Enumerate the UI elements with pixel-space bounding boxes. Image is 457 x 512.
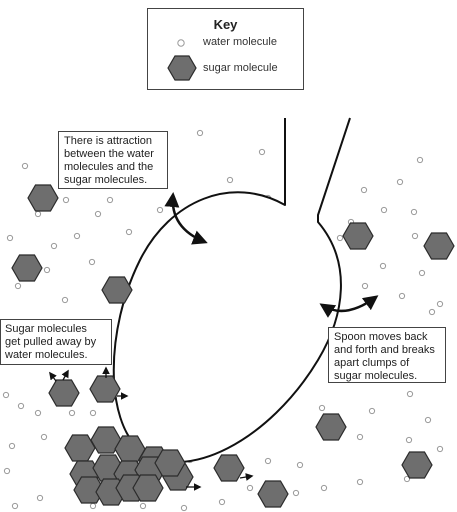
water-molecule: [405, 436, 413, 444]
water-molecule: [258, 148, 266, 156]
water-molecule: [34, 409, 42, 417]
water-molecule: [296, 461, 304, 469]
water-molecule: [43, 266, 51, 274]
pulled-away-note: Sugar molecules get pulled away by water…: [0, 319, 112, 365]
water-molecule: [424, 416, 432, 424]
sugar-molecule: [64, 434, 96, 462]
sugar-molecule: [342, 222, 374, 250]
water-molecule: [416, 156, 424, 164]
water-molecule: [89, 409, 97, 417]
key-box: Key water molecule sugar molecule: [147, 8, 304, 90]
water-molecule: [36, 494, 44, 502]
water-molecule: [89, 502, 97, 510]
water-molecule: [436, 300, 444, 308]
sugar-molecule: [11, 254, 43, 282]
water-molecule: [88, 258, 96, 266]
water-molecule: [21, 162, 29, 170]
water-molecule: [403, 475, 411, 483]
sugar-molecule: [401, 451, 433, 479]
water-molecule: [106, 196, 114, 204]
water-molecule: [139, 502, 147, 510]
key-sugar-label: sugar molecule: [203, 62, 278, 74]
sugar-molecule: [101, 276, 133, 304]
water-molecule: [336, 234, 344, 242]
spoon-motion-note: Spoon moves back and forth and breaks ap…: [328, 327, 446, 383]
water-molecule: [428, 308, 436, 316]
water-molecule: [379, 262, 387, 270]
sugar-molecule: [90, 426, 122, 454]
water-molecule: [11, 502, 19, 510]
water-molecule: [356, 478, 364, 486]
sugar-molecule: [315, 413, 347, 441]
water-molecule: [226, 176, 234, 184]
water-molecule: [61, 296, 69, 304]
water-molecule: [380, 206, 388, 214]
water-molecule-icon: [177, 39, 185, 47]
water-molecule: [62, 196, 70, 204]
water-molecule: [410, 208, 418, 216]
water-molecule: [396, 178, 404, 186]
water-molecule: [361, 282, 369, 290]
water-molecule: [418, 269, 426, 277]
water-molecule: [14, 282, 22, 290]
sugar-molecule: [154, 449, 186, 477]
sugar-molecules: [11, 184, 455, 508]
water-molecule: [196, 129, 204, 137]
sugar-molecule: [48, 379, 80, 407]
water-molecule: [320, 484, 328, 492]
key-water-label: water molecule: [203, 36, 277, 48]
water-molecule: [436, 445, 444, 453]
water-molecule: [40, 433, 48, 441]
water-molecule: [180, 504, 188, 512]
water-molecule: [68, 409, 76, 417]
sugar-molecule: [213, 454, 245, 482]
water-molecule: [73, 232, 81, 240]
sugar-molecule-icon: [167, 55, 197, 81]
water-molecule: [2, 391, 10, 399]
attraction-note: There is attraction between the water mo…: [58, 131, 168, 189]
water-molecule: [398, 292, 406, 300]
sugar-molecule: [132, 474, 164, 502]
sugar-molecule: [257, 480, 289, 508]
water-molecule: [50, 242, 58, 250]
water-molecule: [6, 234, 14, 242]
water-molecule: [34, 210, 42, 218]
water-molecule: [318, 404, 326, 412]
water-molecule: [360, 186, 368, 194]
water-molecule: [406, 390, 414, 398]
pull-arrows: [49, 366, 254, 491]
water-molecule: [368, 407, 376, 415]
sugar-molecule: [27, 184, 59, 212]
water-molecule: [8, 442, 16, 450]
water-molecule: [156, 206, 164, 214]
water-molecule: [264, 457, 272, 465]
water-molecule: [94, 210, 102, 218]
water-molecule: [125, 228, 133, 236]
water-molecule: [17, 402, 25, 410]
attraction-arrow: [164, 192, 208, 245]
water-molecule: [411, 232, 419, 240]
water-molecule: [3, 467, 11, 475]
water-molecule: [356, 433, 364, 441]
sugar-molecule: [73, 476, 105, 504]
water-molecule: [246, 484, 254, 492]
key-title: Key: [213, 17, 238, 32]
sugar-molecule: [89, 375, 121, 403]
spoon-motion-arrow: [319, 295, 379, 318]
water-molecule: [292, 489, 300, 497]
sugar-molecule: [423, 232, 455, 260]
water-molecule: [218, 498, 226, 506]
